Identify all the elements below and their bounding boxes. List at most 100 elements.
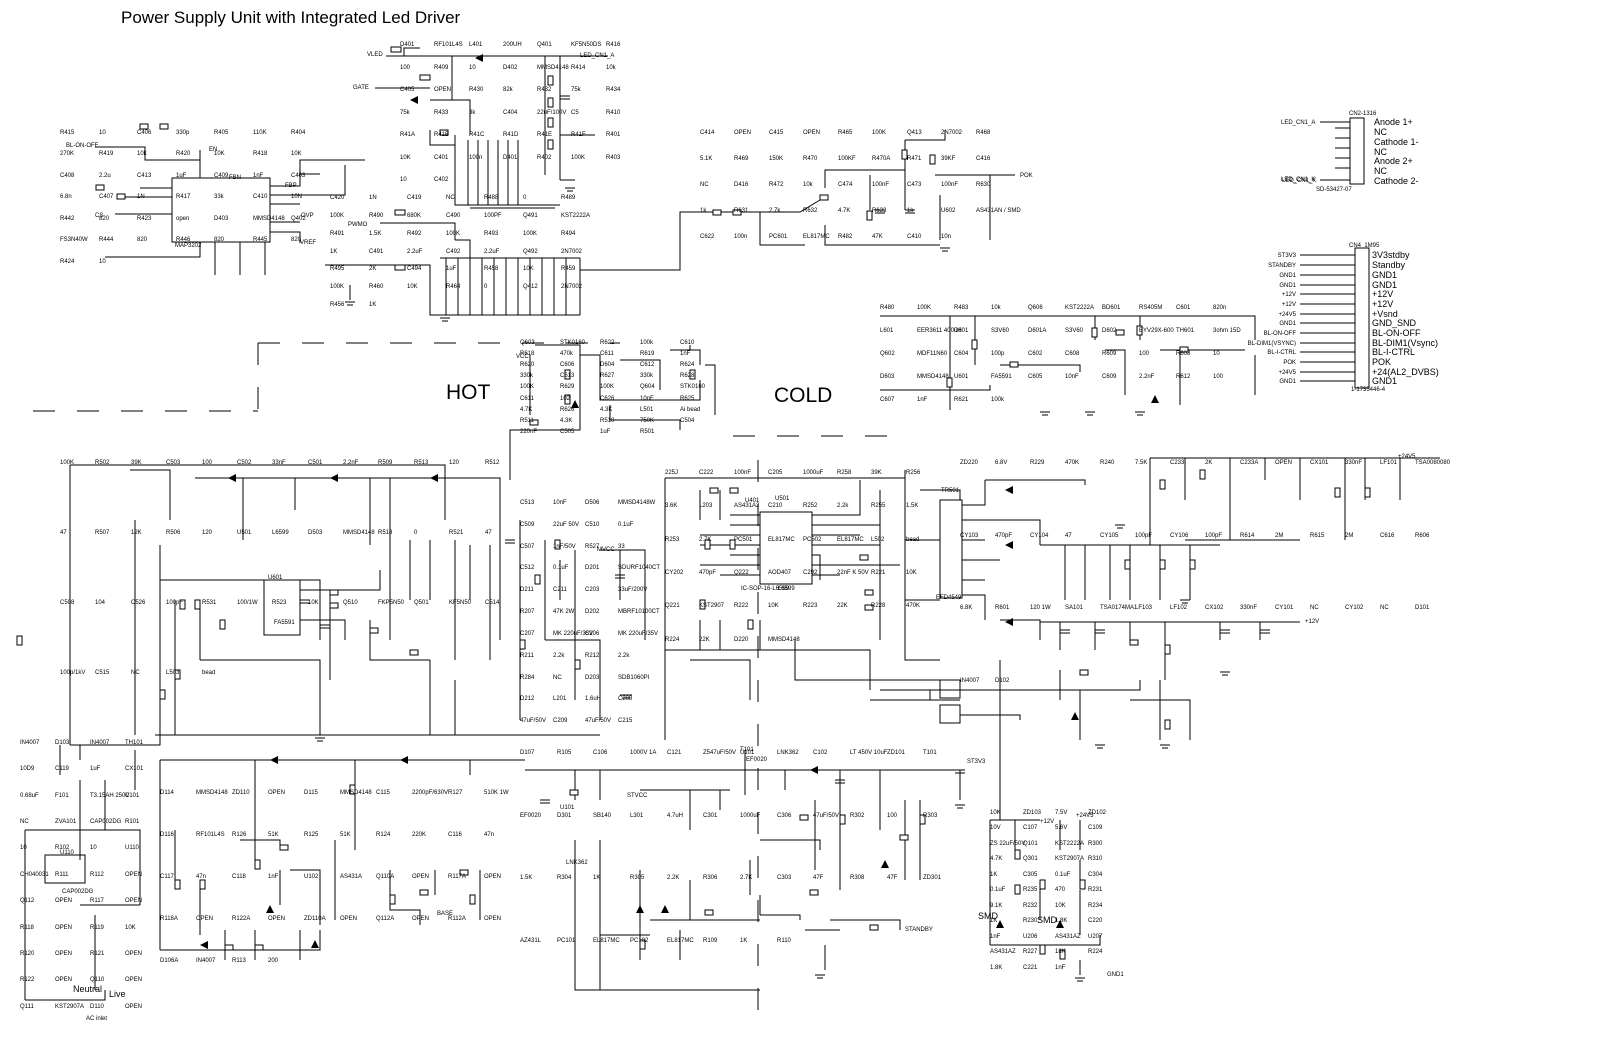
component-label: 2.2k [618,653,630,659]
component-label: 2200pF/630V [412,790,449,796]
component-label: 10 [90,845,97,851]
connector-cn4-net: GND1 [1279,379,1296,385]
component-label: U101 [740,750,755,756]
component-label: R518 [378,530,393,536]
component-label: 33k [214,194,224,200]
component-label: C233 [1170,460,1185,466]
component-label: 200UH [503,42,522,48]
component-label: R502 [95,460,110,466]
component-label: R403 [606,155,621,161]
component-label: C303 [777,875,792,881]
component-label: CY101 [1275,605,1294,611]
component-label: MMSD4148 [537,65,569,71]
component-label: 1k [700,208,707,214]
component-label: D220 [734,637,749,643]
component-label: R490 [369,213,384,219]
component-label: Ai bead [680,407,701,413]
component-label: IN4007 [20,740,40,746]
component-label: C207 [520,631,535,637]
component-label: 820 [137,237,148,243]
component-label: C410 [253,194,268,200]
component-label: R105 [557,750,572,756]
connector-cn2-pin: Anode 1+ [1374,117,1413,127]
component-label: AOD407 [768,570,792,576]
component-label: 4.7uH [667,813,684,819]
component-label: 680K [407,213,422,219]
component-label: Q110 [90,977,105,983]
ic-label: EF0020 [746,757,768,763]
component-label: TSA0080080 [1415,460,1451,466]
component-label: Q101 [1023,841,1038,847]
component-label: 6.8K [960,605,973,611]
cold-zone-label: COLD [774,384,833,407]
component-label: R423 [137,216,152,222]
component-label: 820 [214,237,225,243]
component-label: 330k [640,373,654,379]
component-label: R303 [923,813,938,819]
component-label: 1uF [176,173,187,179]
component-label: R409 [434,65,449,71]
component-label: 100p [991,351,1005,357]
component-label: 47uF/50V [813,813,840,819]
component-label: OPEN [268,916,286,922]
connector-cn4-pin: BL-DIM1(Vsync) [1372,338,1439,348]
net-label: VREF [300,240,317,246]
component-label: R224 [1088,949,1103,955]
net-label: +12V [1305,619,1320,625]
component-label: R122 [20,977,35,983]
component-label: 0.1uF [618,522,634,528]
component-label: open [176,216,190,222]
component-label: 1000uF [740,813,761,819]
component-label: 10nF [1065,374,1079,380]
component-label: 2.2nF [1139,374,1155,380]
ic-label: CAP002DG [62,889,94,895]
component-label: Q112A [376,916,395,922]
component-label: OPEN [55,977,73,983]
component-label: C613 [560,373,575,379]
component-label: ZD110 [232,790,250,796]
component-label: Q492 [523,249,538,255]
component-label: S3V60 [991,328,1010,334]
component-label: R228 [871,603,886,609]
component-label: C626 [600,396,615,402]
component-label: C420 [330,195,345,201]
component-label: Q110A [376,874,395,880]
component-label: 10nF [553,500,567,506]
component-label: R231 [1088,887,1103,893]
component-label: 2.7k [769,208,781,214]
component-label: 4.7K [838,208,851,214]
component-label: C413 [137,173,152,179]
ic-label: T101 [740,747,754,753]
component-label: LF102 [1170,605,1188,611]
component-label: C304 [1088,872,1103,878]
component-label: CY102 [1345,605,1364,611]
component-label: 100 [1213,374,1224,380]
net-label: OVP [301,213,314,219]
component-label: C211 [553,587,567,593]
component-label: 10k [803,182,813,188]
connector-cn2-pin: NC [1374,166,1387,176]
component-label: R633 [872,208,887,214]
component-label: R255 [871,503,886,509]
component-label: R624 [680,362,695,368]
net-label: BL-ON-OFF [66,143,99,149]
component-label: 1000uF [803,470,824,476]
component-label: 33 [618,544,625,550]
component-label: CX101 [125,766,144,772]
component-label: C115 [376,790,390,796]
component-label: AS431AZ [1055,934,1081,940]
connector-cn2-pin: NC [1374,147,1387,157]
component-label: R513 [414,460,429,466]
component-label: R606 [1415,533,1430,539]
component-label: R109 [703,938,718,944]
component-label: 75k [571,87,581,93]
component-label: 47 [485,530,492,536]
component-label: KST2907A [1055,856,1085,862]
component-label: 39K [871,470,882,476]
component-label: 0.68uF [20,793,39,799]
component-label: LNK362 [777,750,799,756]
component-label: 1.5K [369,231,382,237]
component-label: 10k [137,151,147,157]
component-label: L301 [630,813,644,819]
component-label: L502 [871,537,885,543]
